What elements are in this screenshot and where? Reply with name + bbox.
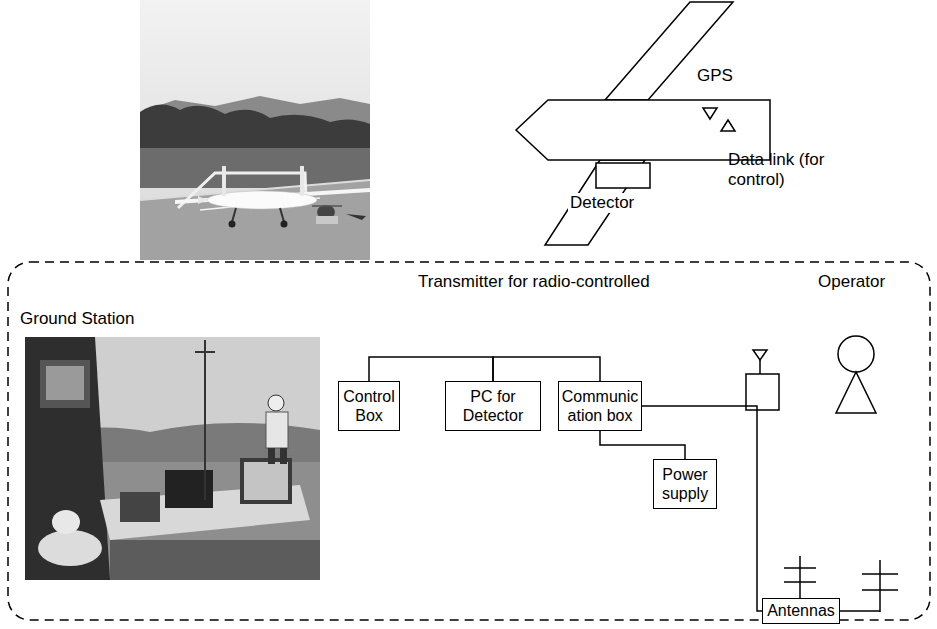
part-label: Data link (for control) [728,150,828,191]
uav-photo [222,166,226,196]
operator-symbol [836,372,876,413]
connector-layer [369,357,762,611]
uav-photo [140,104,370,150]
part-label: Transmitter for radio-controlled [418,272,650,292]
ground-station-photo [110,540,320,580]
uav-photo [280,208,284,222]
uav-photo [140,0,370,260]
part-label: Operator [818,272,885,292]
box-label: Control Box [343,387,395,425]
ground-station-photo [38,530,102,566]
transmitter-symbol [746,350,779,410]
ground-station-photo [280,448,287,464]
ground-station-photo [240,458,292,504]
plane-schematic [703,108,717,119]
ground-station-photo [46,366,84,400]
wire-connector [369,357,493,381]
ground-station-photo [268,395,284,411]
uav-photo [140,180,370,260]
ground-station-photo [40,360,90,408]
ground-station-photo [25,337,110,580]
uav-photo [300,166,304,196]
process-box: Antennas [762,598,840,624]
part-label: Detector [568,193,636,213]
ground-station-photo [25,337,320,580]
uav-photo [140,0,370,260]
antenna-symbol [799,556,801,594]
box-label: PC for Detector [450,387,536,425]
antenna-symbol [784,581,816,583]
uav-photo [198,196,207,204]
process-box: Control Box [338,381,400,431]
uav-photo [229,221,236,228]
uav-photo [316,216,338,224]
ground-station-photo [195,351,215,353]
ground-station-photo [25,337,320,580]
transmitter-symbol [746,374,779,410]
transmitter-symbol [753,350,767,360]
uav-photo [312,205,342,207]
uav-photo [281,221,288,228]
operator-symbol [836,336,876,413]
ground-station-photo [244,462,288,500]
antenna-symbol [784,567,816,569]
process-box: PC for Detector [445,381,541,431]
ground-station-photo [266,412,288,448]
antenna-symbol [879,560,881,612]
uav-photo [346,214,366,220]
part-label: Ground Station [20,309,134,329]
operator-symbol [838,336,874,372]
plane-schematic [516,2,770,245]
ground-station-boundary [8,262,930,620]
plane-schematic [605,2,733,100]
process-box: Communic ation box [558,381,642,431]
plane-schematic [721,120,735,131]
plane-schematic [596,163,650,188]
box-label: Antennas [767,601,835,620]
antenna-symbol [840,610,880,612]
wire-connector [493,357,600,381]
box-label: Communic ation box [562,387,638,425]
wire-connector [600,431,685,459]
antenna-symbol [862,589,898,591]
antenna-symbol [862,573,898,575]
process-box: Power supply [653,459,717,509]
ground-station-photo [268,448,275,464]
ground-station-photo [52,510,80,534]
uav-photo [232,208,236,222]
wire-connector [642,406,762,611]
ground-station-photo [120,492,160,522]
box-label: Power supply [658,465,712,503]
ground-station-photo [204,340,206,500]
part-label: GPS [697,66,733,86]
